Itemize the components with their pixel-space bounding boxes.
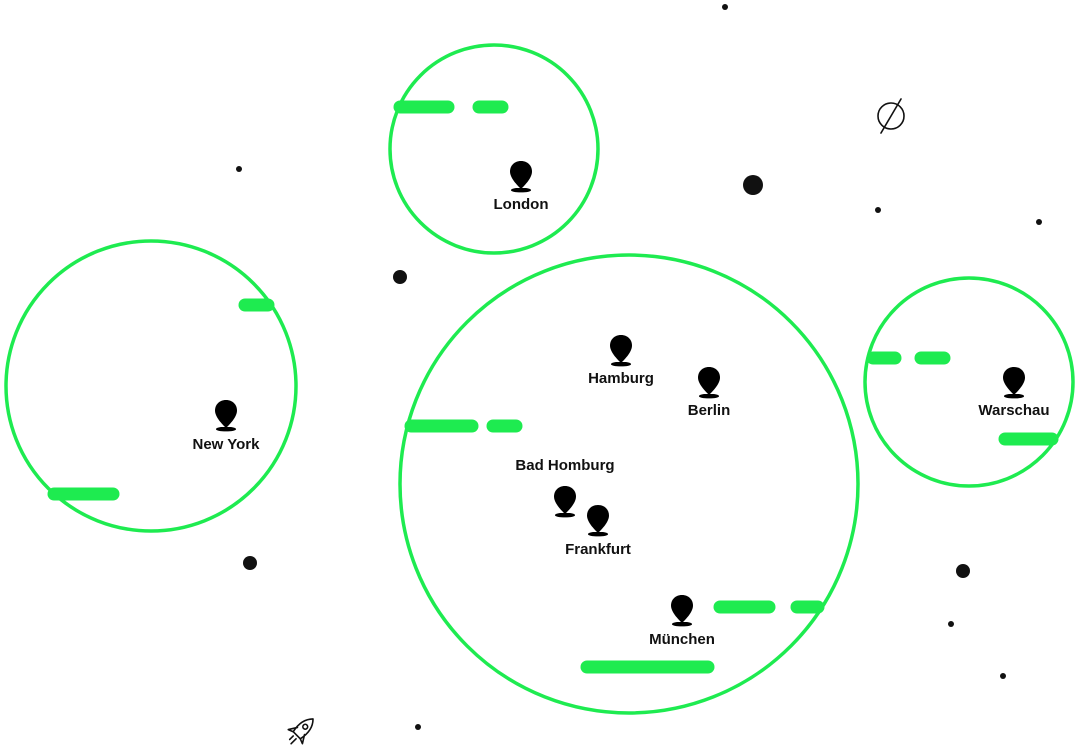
dot xyxy=(243,556,257,570)
city-label-hamburg: Hamburg xyxy=(588,370,654,387)
rocket-icon xyxy=(287,718,314,745)
dot xyxy=(236,166,242,172)
location-pin-icon xyxy=(671,595,693,627)
location-pin-icon xyxy=(215,400,237,432)
location-pin-icon xyxy=(510,161,532,193)
new-york-ring xyxy=(4,239,298,533)
city-label-berlin: Berlin xyxy=(688,402,731,419)
germany-ring xyxy=(398,253,860,715)
location-pin-icon xyxy=(554,486,576,518)
planet-icon xyxy=(877,98,905,134)
location-pin-icon xyxy=(610,335,632,367)
dot xyxy=(743,175,763,195)
city-label-frankfurt: Frankfurt xyxy=(565,541,631,558)
dot xyxy=(415,724,421,730)
city-label-bad-homburg: Bad Homburg xyxy=(515,457,614,474)
dot xyxy=(1000,673,1006,679)
dot xyxy=(948,621,954,627)
warschau-ring xyxy=(863,276,1075,488)
city-label-london: London xyxy=(494,196,549,213)
city-label-new-york: New York xyxy=(193,436,261,453)
city-label-warschau: Warschau xyxy=(978,402,1049,419)
dot xyxy=(393,270,407,284)
location-pin-icon xyxy=(587,505,609,537)
accent-dashes xyxy=(47,100,1059,674)
city-label-muenchen: München xyxy=(649,631,715,648)
dot xyxy=(1036,219,1042,225)
location-pin-icon xyxy=(698,367,720,399)
dot xyxy=(956,564,970,578)
location-pin-icon xyxy=(1003,367,1025,399)
london-ring xyxy=(388,43,600,255)
star-dots xyxy=(236,4,1042,730)
dot xyxy=(875,207,881,213)
dot xyxy=(722,4,728,10)
